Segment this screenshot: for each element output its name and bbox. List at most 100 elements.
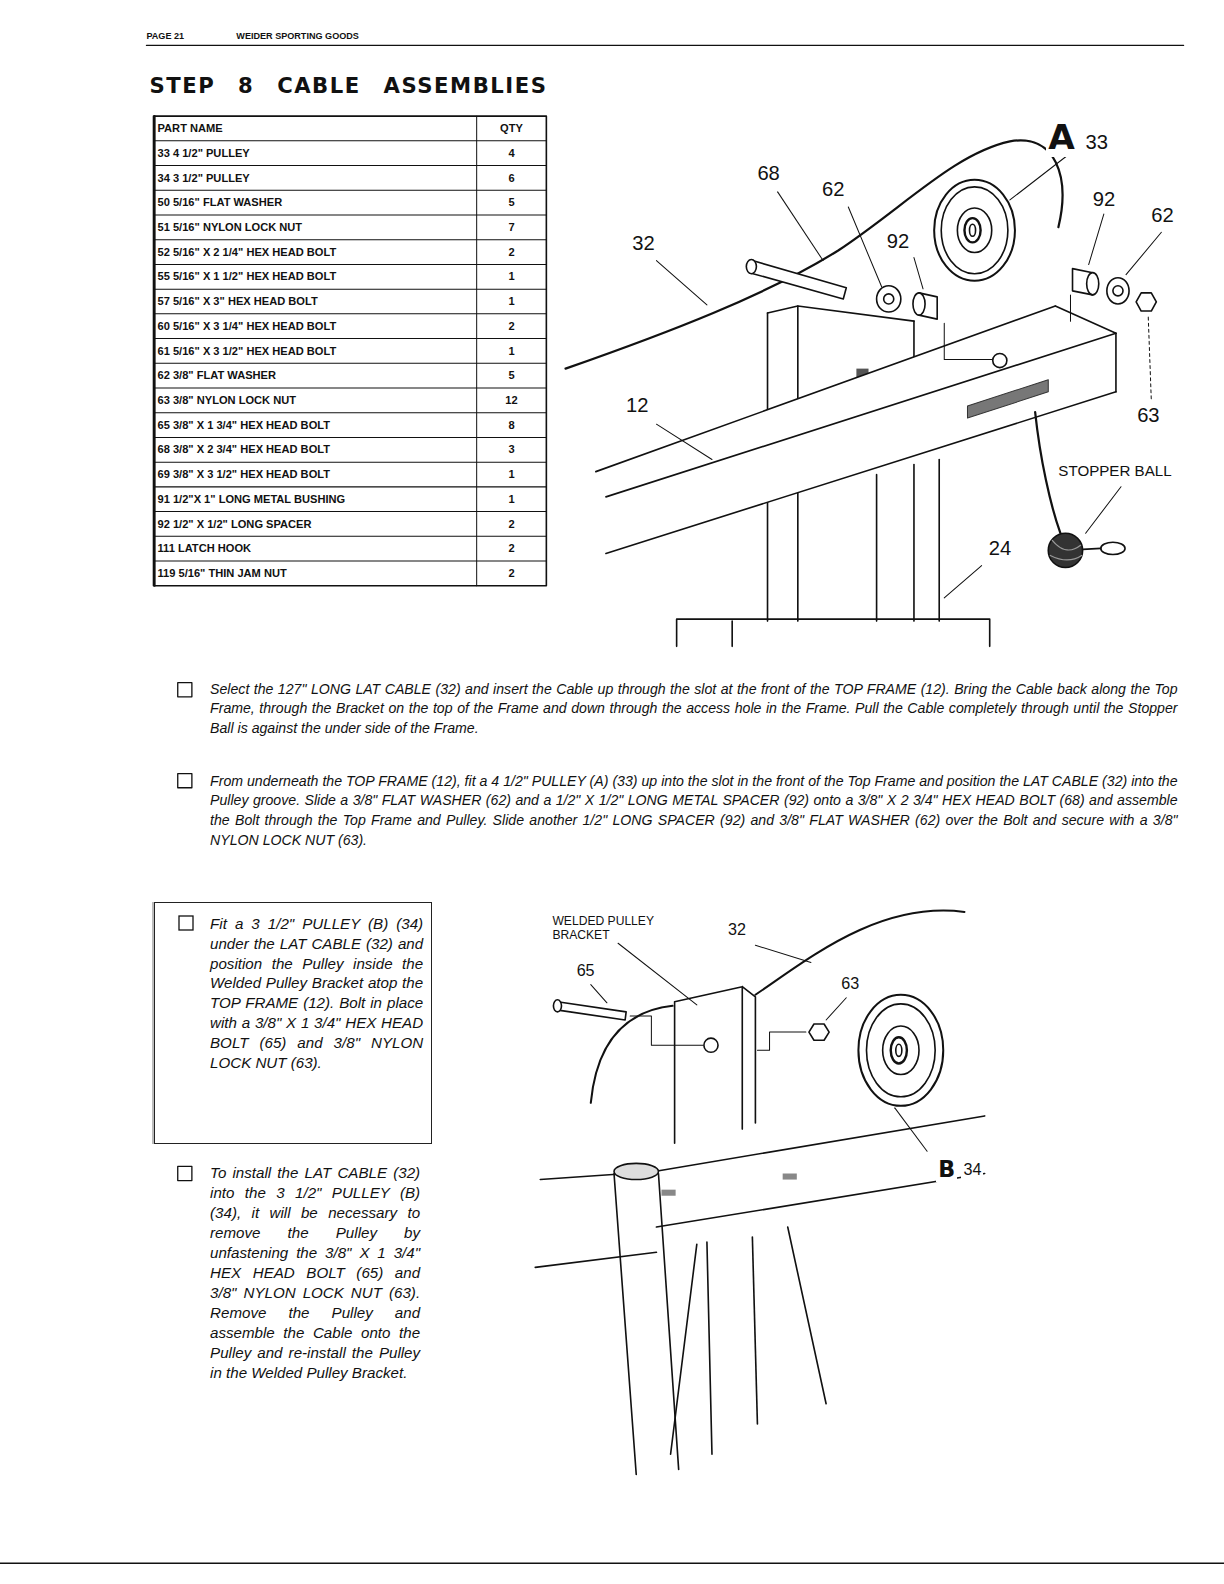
table-cell: 111 LATCH HOOK: [158, 536, 252, 561]
pulley: [941, 187, 1008, 274]
bolt-hardware: [913, 293, 925, 315]
leader-line: [1089, 214, 1104, 264]
table-cell: 52 5/16" X 2 1/4" HEX HEAD BOLT: [158, 240, 337, 265]
table-cell: 68 3/8" X 2 3/4" HEX HEAD BOLT: [158, 437, 330, 462]
parts-table-grid: [154, 338, 547, 339]
upright-post: [938, 460, 940, 622]
callout-number: 92: [885, 230, 911, 252]
leader-line: [755, 945, 811, 962]
pulley: [970, 224, 976, 236]
leader-line: [1126, 232, 1161, 274]
frame-and-legs: [752, 1237, 757, 1424]
table-cell: 5: [477, 363, 547, 388]
callout-number: 34: [961, 1161, 983, 1179]
callout-number: 62: [820, 178, 846, 200]
callout-number: 32: [726, 921, 748, 939]
publisher: WEIDER SPORTING GOODS: [236, 31, 359, 41]
top-frame: [596, 306, 1056, 472]
bolt-hardware: [749, 261, 846, 299]
page-rules: [0, 1563, 1224, 1564]
table-cell: 34 3 1/2" PULLEY: [158, 166, 250, 191]
callout-number: 32: [630, 232, 656, 254]
frame-and-legs: [661, 1190, 675, 1196]
table-header: QTY: [477, 116, 547, 141]
parts-table-grid: [154, 239, 547, 240]
parts-table-grid: [154, 412, 547, 413]
callout-number: 63: [839, 975, 861, 993]
callout-number: 68: [755, 162, 781, 184]
upright-post: [731, 621, 733, 646]
table-cell: 7: [477, 215, 547, 240]
bolt-hardware: [1113, 286, 1123, 296]
bolt-hardware: [884, 294, 894, 304]
welded-pulley-bracket: [704, 1038, 718, 1052]
table-cell: 2: [477, 314, 547, 339]
page-rules: [0, 45, 1224, 1563]
table-cell: 60 5/16" X 3 1/4" HEX HEAD BOLT: [158, 314, 337, 339]
leader-line: [1010, 151, 1073, 199]
top-frame: [1055, 306, 1116, 333]
leader-line: [944, 566, 981, 598]
parts-table-grid: [154, 437, 547, 438]
pulley: [964, 218, 980, 242]
frame-and-legs: [707, 1242, 712, 1454]
instruction-text: Select the 127" LONG LAT CABLE (32) and …: [210, 680, 1177, 739]
leader-line: [656, 151, 1161, 597]
instruction-text: Fit a 3 1/2" PULLEY (B) (34) under the L…: [210, 914, 423, 1072]
top-frame: [606, 333, 1116, 553]
pulley: [858, 995, 943, 1106]
frame-and-legs: [788, 1227, 826, 1404]
table-cell: 2: [477, 536, 547, 561]
pulley: [934, 180, 1015, 281]
parts-table-grid: [154, 264, 547, 265]
leader-line: [778, 192, 823, 261]
instruction-box: Fit a 3 1/2" PULLEY (B) (34) under the L…: [154, 902, 433, 1144]
welded-pulley-bracket: [675, 987, 756, 1144]
table-cell: 50 5/16" FLAT WASHER: [158, 190, 283, 215]
frame-and-legs: [614, 1174, 636, 1475]
bolt-hardware: [630, 1016, 703, 1045]
table-cell: 1: [477, 462, 547, 487]
part-letter: A: [1046, 119, 1077, 157]
stopper-ball: [1083, 548, 1101, 549]
top-frame: [1115, 333, 1117, 392]
table-cell: 61 5/16" X 3 1/2" HEX HEAD BOLT: [158, 339, 337, 364]
frame-and-legs: [783, 1174, 797, 1180]
table-cell: 2: [477, 561, 547, 586]
part-name: WELDED PULLEY BRACKET: [550, 915, 685, 942]
leader-line: [848, 207, 881, 287]
bolt-hardware: [746, 260, 1156, 400]
pulley: [934, 180, 1015, 281]
instruction-text: From underneath the TOP FRAME (12), fit …: [210, 772, 1177, 851]
pulley: [883, 1026, 919, 1074]
table-cell: 62 3/8" FLAT WASHER: [158, 363, 276, 388]
parts-table-grid: [154, 190, 547, 191]
bolt-hardware: [553, 1000, 561, 1012]
step-title: STEP 8 CABLE ASSEMBLIES: [149, 73, 547, 98]
leader-line: [656, 261, 706, 305]
frame-and-legs: [658, 1174, 678, 1470]
parts-table-grid: [476, 116, 477, 586]
leader-line: [591, 985, 607, 1003]
top-frame: [596, 306, 1116, 553]
table-cell: 4: [477, 141, 547, 166]
checkbox: [179, 916, 193, 930]
stopper-ball: [1048, 533, 1082, 567]
table-cell: 6: [477, 166, 547, 191]
leader-line: [826, 998, 846, 1020]
table-cell: 1: [477, 339, 547, 364]
callout-number: 92: [1091, 188, 1117, 210]
table-cell: 57 5/16" X 3" HEX HEAD BOLT: [158, 289, 318, 314]
table-cell: 8: [477, 413, 547, 438]
table-cell: 119 5/16" THIN JAM NUT: [158, 561, 287, 586]
page-number: PAGE 21: [146, 31, 184, 41]
callout-number: 65: [575, 962, 597, 980]
part-letter: B: [936, 1157, 957, 1181]
lat-cable: [566, 140, 1063, 533]
table-cell: 2: [477, 512, 547, 537]
table-cell: 69 3/8" X 3 1/2" HEX HEAD BOLT: [158, 462, 330, 487]
parts-table-grid: [154, 313, 547, 314]
table-cell: 12: [477, 388, 547, 413]
